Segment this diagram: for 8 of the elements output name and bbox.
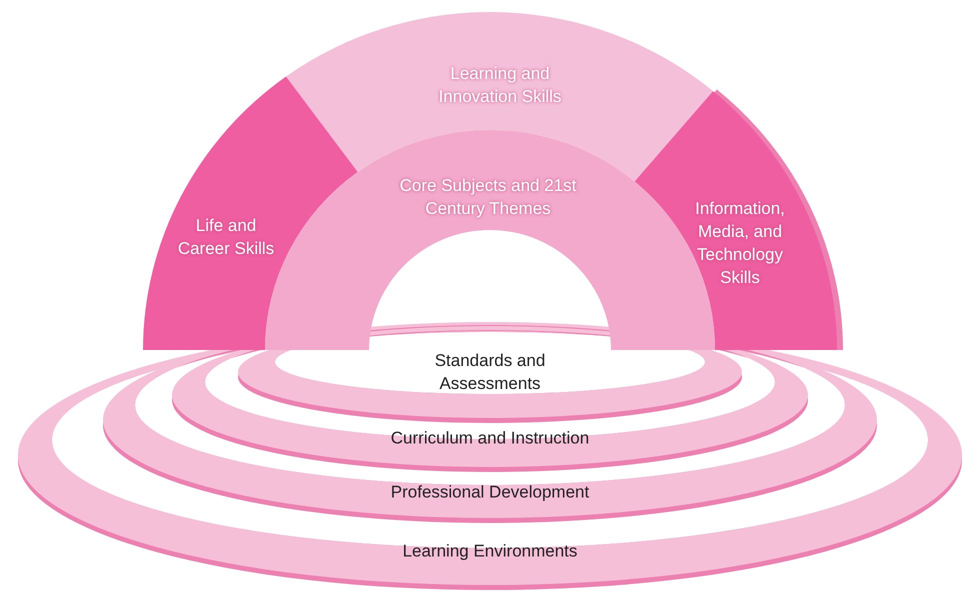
segment-label: Life and Career Skills bbox=[176, 215, 276, 260]
segment-label: Curriculum and Instruction bbox=[390, 428, 590, 450]
segment-label: Core Subjects and 21st Century Themes bbox=[398, 175, 578, 220]
segment-label: Standards and Assessments bbox=[434, 350, 546, 395]
segment-label: Learning Environments bbox=[402, 540, 578, 562]
segment-label: Learning and Innovation Skills bbox=[438, 63, 562, 108]
segment-label: Professional Development bbox=[390, 482, 590, 504]
segment-label: Information, Media, and Technology Skills bbox=[694, 198, 786, 289]
